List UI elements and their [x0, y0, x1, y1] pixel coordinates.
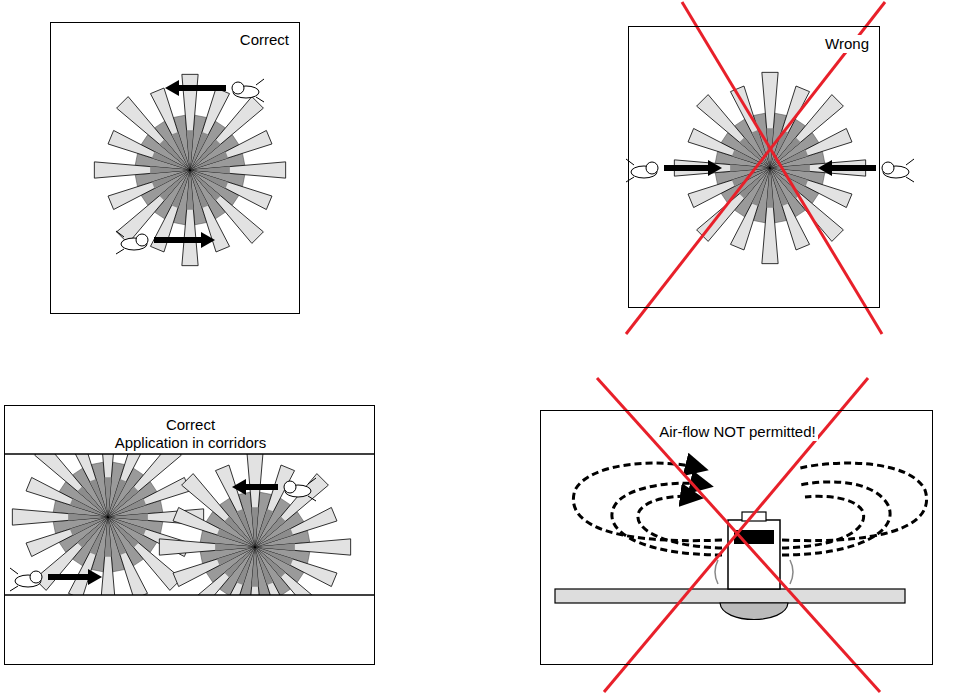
- walking-person: [116, 231, 215, 254]
- panel-label: Air-flow NOT permitted!: [657, 423, 817, 441]
- panel: CorrectApplication in corridors: [4, 405, 375, 665]
- panel-label: Correct: [238, 31, 291, 49]
- corridor-wall: [5, 453, 374, 454]
- corridor-wall: [5, 594, 374, 595]
- walking-person: [165, 79, 264, 102]
- walking-person: [232, 478, 316, 501]
- panel: Air-flow NOT permitted!: [540, 410, 933, 665]
- detection-zone: [94, 74, 285, 265]
- panel: Wrong: [628, 26, 880, 308]
- air-flow: [573, 463, 926, 555]
- panel-label: Correct: [164, 416, 217, 434]
- detection-zone: [159, 454, 350, 595]
- detector: [555, 512, 905, 620]
- panel-label: Wrong: [823, 35, 871, 53]
- wrong-cross: [597, 2, 885, 692]
- panel-label: Application in corridors: [113, 434, 269, 452]
- walking-person: [626, 159, 722, 182]
- walking-person: [818, 159, 914, 182]
- walking-person: [10, 568, 102, 591]
- panel: Correct: [50, 22, 300, 314]
